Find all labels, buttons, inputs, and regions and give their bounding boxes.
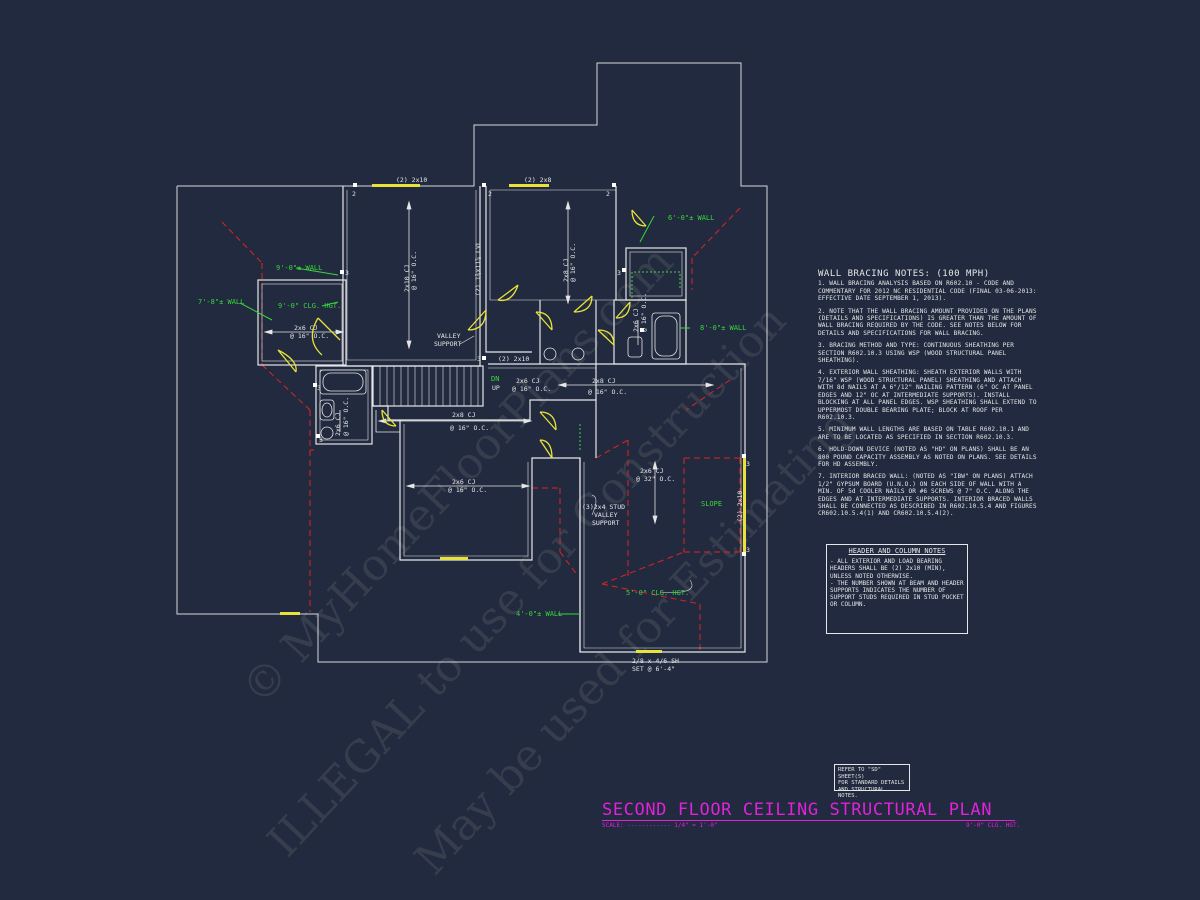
wall-bracing-note-3: 3. BRACING METHOD AND TYPE: CONTINUOUS S… — [818, 342, 1014, 365]
walls — [257, 186, 746, 653]
label-valley-support-2: SUPPORT — [434, 340, 461, 348]
stud-count-8: 3 — [319, 436, 323, 444]
label-lvl: (2) 1¾x11⅞ LVL — [474, 241, 482, 296]
label-cj-2x8-top-spacing: @ 16" O.C. — [569, 243, 577, 282]
label-slope: SLOPE — [701, 500, 722, 508]
label-cj-2x6-left: 2x6 CJ — [294, 324, 318, 332]
stud-count-4: 3 — [345, 269, 349, 277]
label-wall-8-0: 8'-0"± WALL — [700, 324, 746, 332]
stud-count-10: 3 — [746, 546, 750, 554]
label-cj-2x10: 2x10 CJ — [403, 265, 411, 292]
header-note-2: - THE NUMBER SHOWN AT BEAM AND HEADER SU… — [830, 579, 964, 609]
label-beam-mid: (2) 2x10 — [498, 355, 529, 363]
wall-bracing-note-5: 5. MINIMUM WALL LENGTHS ARE BASED ON TAB… — [818, 426, 1030, 441]
label-door-bottom-set: SET @ 6'-4" — [632, 665, 675, 673]
stud-count-7: 3 — [317, 384, 321, 392]
stud-count-1: 2 — [352, 190, 356, 198]
label-clg-5-0: 5'-0" CLG. HGT. — [626, 589, 689, 597]
label-cj-2x6-closet-spacing: @ 16" O.C. — [640, 293, 648, 332]
label-valley-support-1: VALLEY — [437, 332, 461, 340]
label-cj-2x6-bedroom: 2x6 CJ — [640, 467, 664, 475]
label-beam-top-left: (2) 2x10 — [396, 176, 427, 184]
label-wall-9-0: 9'-0"± WALL — [276, 264, 322, 272]
label-cj-2x8-hall: 2x8 CJ — [452, 411, 476, 419]
label-window-right: (2) 2x10 — [736, 491, 744, 522]
windows — [280, 184, 746, 653]
label-cj-2x6-center: 2x6 CJ — [452, 478, 476, 486]
label-cj-2x6-bedroom-spacing: @ 32" O.C. — [636, 475, 675, 483]
sheet-scale: SCALE: ------------ 1/4" = 1'-0" — [602, 822, 718, 829]
stud-count-9: 3 — [746, 460, 750, 468]
label-wall-4-0: 4'-0"± WALL — [516, 610, 562, 618]
label-cj-2x8-hall-spacing: @ 16" O.C. — [450, 424, 489, 432]
label-wall-6-0: 6'-0"± WALL — [668, 214, 714, 222]
stud-markers — [313, 183, 746, 556]
label-cj-2x8-top: 2x8 CJ — [562, 258, 570, 282]
roof-outline — [176, 62, 768, 663]
wall-bracing-note-1: 1. WALL BRACING ANALYSIS BASED ON R602.1… — [818, 280, 1037, 303]
label-stud-valley-1: (3)2x4 STUD — [582, 503, 625, 511]
header-column-notes: HEADER AND COLUMN NOTES - ALL EXTERIOR A… — [826, 544, 968, 634]
wall-bracing-notes: WALL BRACING NOTES: (100 MPH) 1. WALL BR… — [818, 269, 1038, 523]
wall-bracing-title: WALL BRACING NOTES: (100 MPH) — [818, 269, 990, 279]
stud-count-6: 3 — [477, 355, 481, 363]
stud-count-3: 2 — [606, 190, 610, 198]
sheet-ceiling-height: 9'-0" CLG. HGT. — [966, 822, 1021, 829]
label-cj-2x6-center-spacing: @ 16" O.C. — [448, 486, 487, 494]
header-note-1: - ALL EXTERIOR AND LOAD BEARING HEADERS … — [830, 558, 946, 580]
label-cj-2x6-landing-spacing: @ 16" O.C. — [512, 385, 551, 393]
fixtures — [319, 312, 681, 440]
label-clg-9-0: 9'-0" CLG. HGT. — [278, 302, 341, 310]
label-wall-7-8: 7'-8"± WALL — [198, 298, 244, 306]
label-cj-2x6-closet: 2x6 CJ — [632, 308, 640, 332]
sheet-title: SECOND FLOOR CEILING STRUCTURAL PLAN — [602, 800, 993, 820]
label-beam-top-mid: (2) 2x8 — [524, 176, 551, 184]
stud-count-2: 2 — [488, 190, 492, 198]
wall-bracing-note-6: 6. HOLD-DOWN DEVICE (NOTED AS "HD" ON PL… — [818, 446, 1037, 468]
stair-treads — [379, 366, 479, 406]
label-cj-2x8-right-spacing: @ 16" O.C. — [588, 388, 627, 396]
label-door-bottom: 2/8 x 4/6 SH — [632, 657, 679, 665]
label-cj-2x6-left-spacing: @ 16" O.C. — [290, 332, 329, 340]
wall-bracing-note-4: 4. EXTERIOR WALL SHEATHING: SHEATH EXTER… — [818, 369, 1037, 421]
label-stud-valley-2: VALLEY — [594, 511, 618, 519]
title-underline — [602, 820, 1015, 821]
wall-markers — [239, 215, 690, 615]
header-notes-title: HEADER AND COLUMN NOTES — [848, 547, 946, 555]
label-dn: DN — [491, 375, 499, 383]
leader-lines — [459, 335, 693, 593]
label-up: UP — [492, 384, 500, 392]
stud-count-5: 3 — [617, 269, 621, 277]
wall-bracing-note-7: 7. INTERIOR BRACED WALL: (NOTED AS "IBW"… — [818, 473, 1037, 518]
label-cj-2x6-bath: 2x6 CJ — [334, 412, 342, 436]
doors — [277, 209, 647, 459]
reference-note: REFER TO "SD" SHEET(S) FOR STANDARD DETA… — [834, 764, 910, 799]
label-cj-2x6-landing: 2x6 CJ — [516, 377, 540, 385]
label-stud-valley-3: SUPPORT — [592, 519, 619, 527]
wall-bracing-note-2: 2. NOTE THAT THE WALL BRACING AMOUNT PRO… — [818, 307, 1037, 337]
joist-arrows — [263, 200, 715, 525]
label-cj-2x6-bath-spacing: @ 16" O.C. — [342, 397, 350, 436]
label-cj-2x10-spacing: @ 16" O.C. — [410, 251, 418, 290]
label-cj-2x8-right: 2x8 CJ — [592, 377, 616, 385]
